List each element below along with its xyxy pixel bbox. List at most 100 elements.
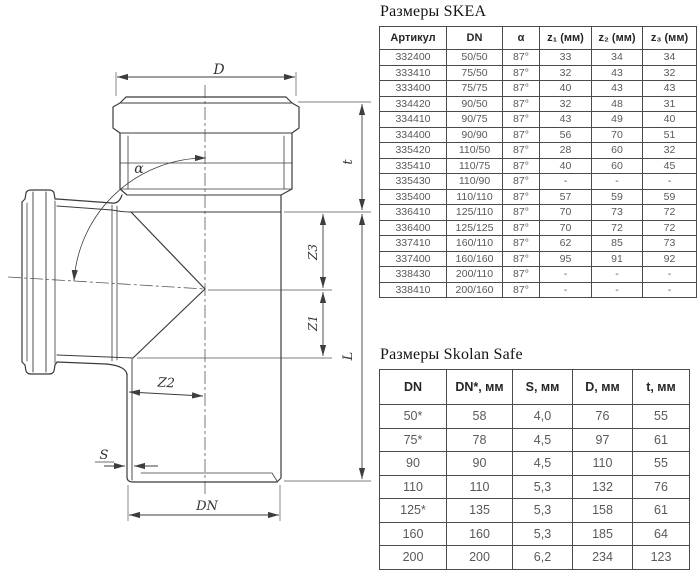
table-cell: 43	[539, 111, 592, 128]
table-cell: 50*	[379, 404, 447, 429]
table-cell: 90	[379, 451, 447, 476]
table-cell: 73	[642, 235, 697, 252]
table-cell: 87°	[502, 281, 540, 298]
table-cell: 200	[379, 545, 447, 570]
table-cell: 158	[572, 498, 633, 523]
tee-fitting-outline	[21, 96, 300, 483]
column-header-dn: DN	[379, 369, 447, 405]
dim-label-L: L	[341, 352, 356, 362]
dim-label-DN: DN	[195, 499, 218, 514]
table-cell: 200/110	[446, 266, 503, 283]
angle-arc-alpha	[71, 154, 207, 282]
table-cell: 333410	[379, 64, 447, 81]
skolan-panel: Размеры Skolan Safe DN DN*, мм S, мм D, …	[379, 346, 690, 570]
table-cell: 51	[642, 126, 697, 143]
dim-label-Z2: Z2	[156, 376, 175, 392]
dimension-lines	[71, 73, 366, 519]
table-cell: -	[642, 266, 697, 283]
table-cell: -	[642, 173, 697, 190]
table-cell: 87°	[502, 64, 540, 81]
table-cell: 75/75	[446, 80, 503, 97]
table-cell: 55	[632, 451, 690, 476]
table-cell: 72	[591, 219, 643, 236]
table-cell: 92	[642, 250, 697, 267]
table-cell: 332400	[379, 49, 447, 66]
table-cell: 125/110	[446, 204, 503, 221]
table-cell: 49	[591, 111, 643, 128]
table-cell: 43	[591, 64, 643, 81]
column-header-article: Артикул	[379, 26, 447, 50]
extension-lines	[115, 72, 371, 521]
table-cell: 50/50	[446, 49, 503, 66]
table-cell: 32	[539, 95, 592, 112]
centerlines	[7, 85, 206, 497]
column-header-z3: z₃ (мм)	[642, 26, 697, 50]
column-header-s: S, мм	[512, 369, 573, 405]
table-cell: 70	[539, 204, 592, 221]
pipe-tee-drawing: D t L Z3 Z1 Z2 S DN α	[7, 62, 371, 521]
table-cell: 110	[572, 451, 633, 476]
table-cell: 73	[591, 204, 643, 221]
table-cell: 28	[539, 142, 592, 159]
table-cell: 87°	[502, 142, 540, 159]
table-cell: 4,5	[512, 427, 573, 452]
table-cell: 185	[572, 521, 633, 546]
table-cell: -	[591, 281, 643, 298]
table-cell: 78	[446, 427, 513, 452]
table-cell: 64	[632, 521, 690, 546]
table-cell: 336410	[379, 204, 447, 221]
table-cell: 337410	[379, 235, 447, 252]
dim-line-Z2	[128, 389, 204, 399]
table-cell: 43	[642, 80, 697, 97]
table-cell: -	[539, 173, 592, 190]
table-cell: 160	[446, 521, 513, 546]
dim-label-Z3: Z3	[306, 244, 320, 261]
table-cell: 110/75	[446, 157, 503, 174]
table-cell: 90/75	[446, 111, 503, 128]
table-cell: 4,5	[512, 451, 573, 476]
table-cell: 334400	[379, 126, 447, 143]
column-header-dn-star: DN*, мм	[446, 369, 513, 405]
table-cell: 87°	[502, 250, 540, 267]
skea-table: Артикул DN α z₁ (мм) z₂ (мм) z₃ (мм) 332…	[379, 26, 697, 298]
table-cell: 48	[591, 95, 643, 112]
table-cell: 61	[632, 427, 690, 452]
table-cell: 87°	[502, 111, 540, 128]
table-cell: 62	[539, 235, 592, 252]
table-cell: 200/160	[446, 281, 503, 298]
table-cell: 87°	[502, 235, 540, 252]
table-cell: 60	[591, 157, 643, 174]
table-cell: 72	[642, 204, 697, 221]
table-cell: 33	[539, 49, 592, 66]
table-cell: 76	[572, 404, 633, 429]
column-header-d: D, мм	[572, 369, 633, 405]
table-cell: 87°	[502, 188, 540, 205]
table-cell: 40	[642, 111, 697, 128]
column-header-alpha: α	[502, 26, 540, 50]
dim-label-D: D	[212, 62, 224, 78]
table-cell: 90/90	[446, 126, 503, 143]
table-cell: 5,3	[512, 521, 573, 546]
table-cell: 60	[591, 142, 643, 159]
table-cell: -	[539, 266, 592, 283]
table-cell: 87°	[502, 95, 540, 112]
table-cell: 335430	[379, 173, 447, 190]
table-cell: 87°	[502, 49, 540, 66]
table-cell: 4,0	[512, 404, 573, 429]
table-cell: 334420	[379, 95, 447, 112]
skea-table-header: Артикул DN α z₁ (мм) z₂ (мм) z₃ (мм)	[379, 26, 697, 50]
skolan-table-title: Размеры Skolan Safe	[380, 346, 523, 363]
table-cell: 338430	[379, 266, 447, 283]
table-cell: 87°	[502, 157, 540, 174]
table-cell: 40	[539, 157, 592, 174]
table-cell: 333400	[379, 80, 447, 97]
